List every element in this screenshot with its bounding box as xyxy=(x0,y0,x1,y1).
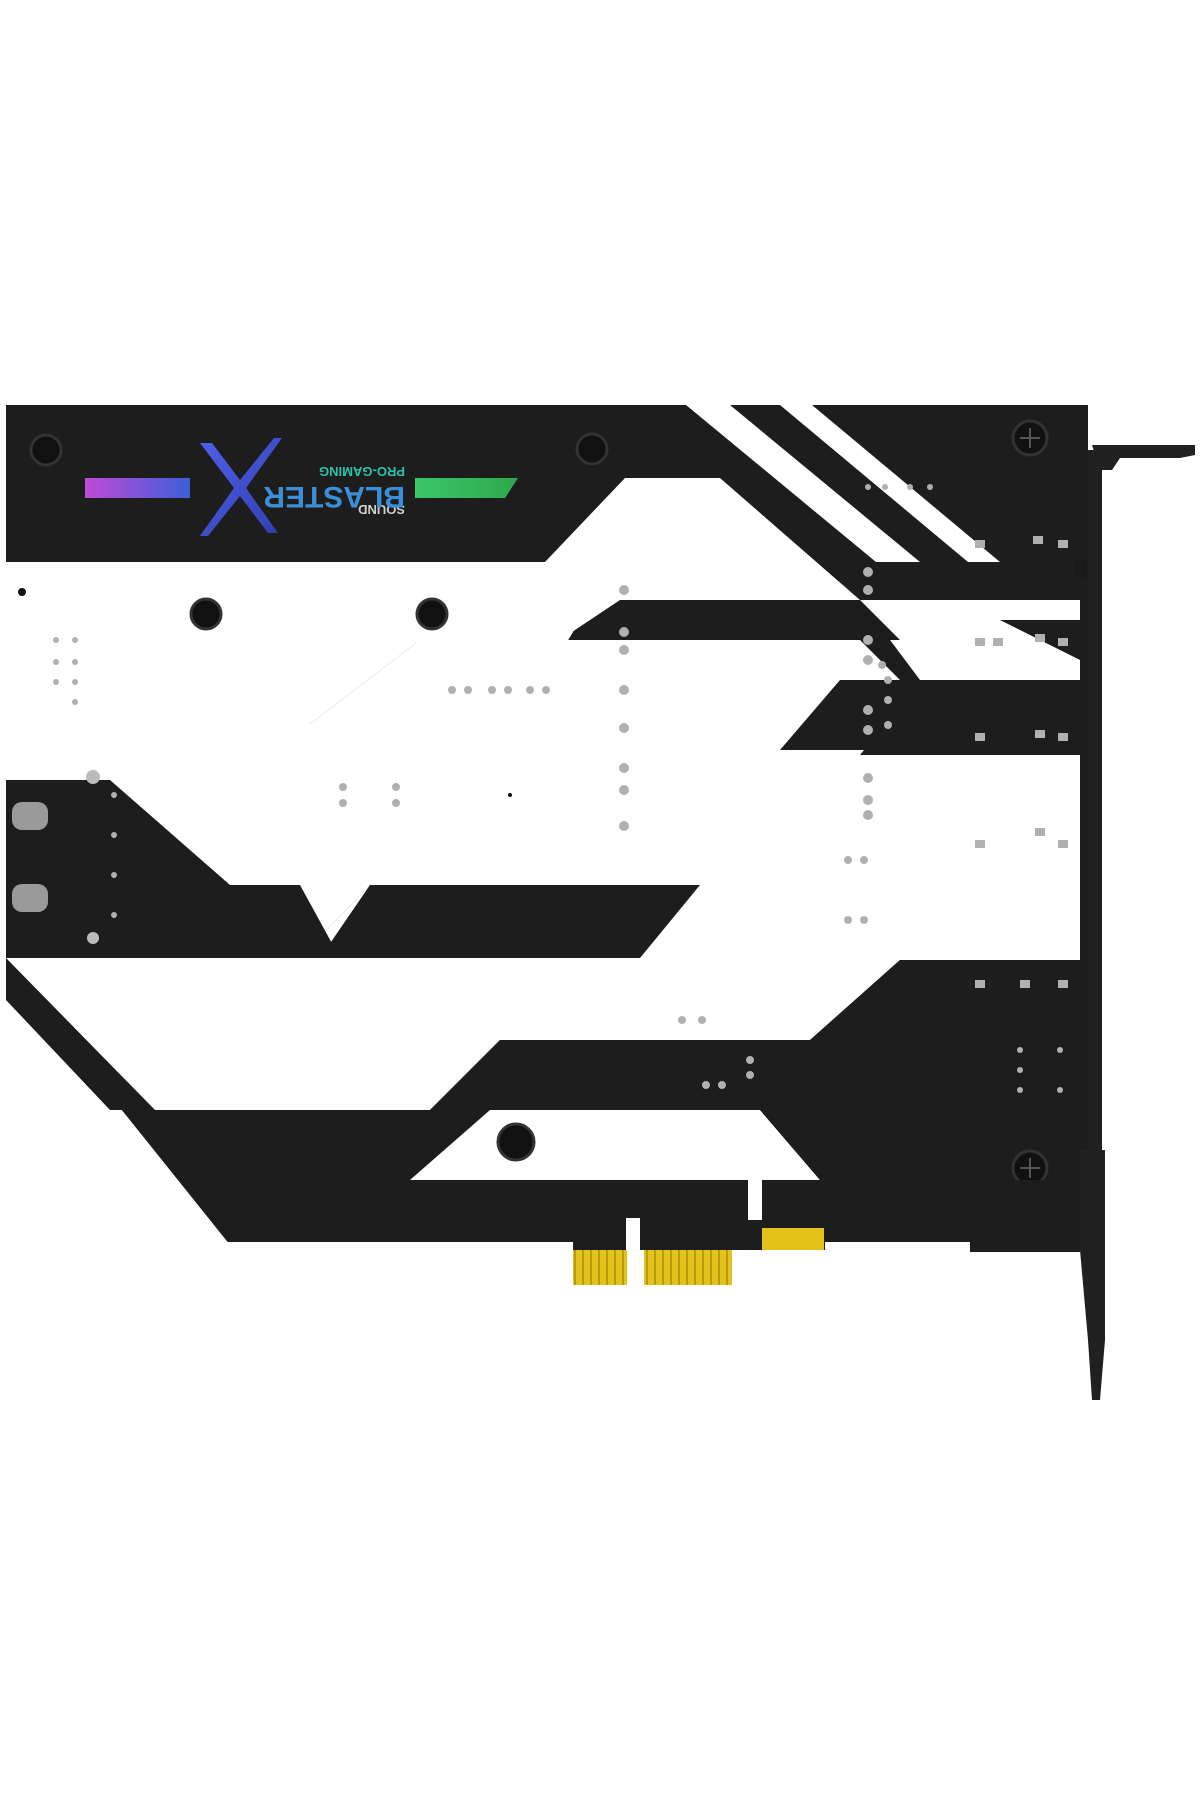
logo-x-mark xyxy=(200,438,282,536)
mounting-bracket xyxy=(1075,445,1195,1400)
pcie-edge-connector xyxy=(573,1180,825,1285)
gold-fingers xyxy=(762,1228,824,1250)
screw-icon xyxy=(29,433,63,467)
hatch-stripes-upper xyxy=(400,604,590,670)
brand-logo: SOUND BLASTER PRO-GAMING xyxy=(85,438,518,536)
screw-icon xyxy=(496,1122,536,1162)
gold-fingers xyxy=(644,1250,732,1285)
gold-fingers xyxy=(573,1250,627,1285)
screw-icon xyxy=(575,432,609,466)
screw-icon-group xyxy=(29,419,1049,1187)
connector-icon xyxy=(12,802,48,830)
connector-icon xyxy=(12,884,48,912)
connector-icon-group xyxy=(12,770,100,944)
logo-sub-text: PRO-GAMING xyxy=(319,464,405,479)
logo-bar-left xyxy=(85,478,190,498)
smd-component-icon-group xyxy=(18,484,1068,1093)
logo-main-text: BLASTER xyxy=(263,480,405,513)
screw-icon xyxy=(415,597,449,631)
logo-top-text: SOUND xyxy=(358,502,405,517)
screw-icon xyxy=(189,597,223,631)
logo-bar-right xyxy=(415,478,518,498)
hatch-stripes-lower xyxy=(690,885,1040,958)
